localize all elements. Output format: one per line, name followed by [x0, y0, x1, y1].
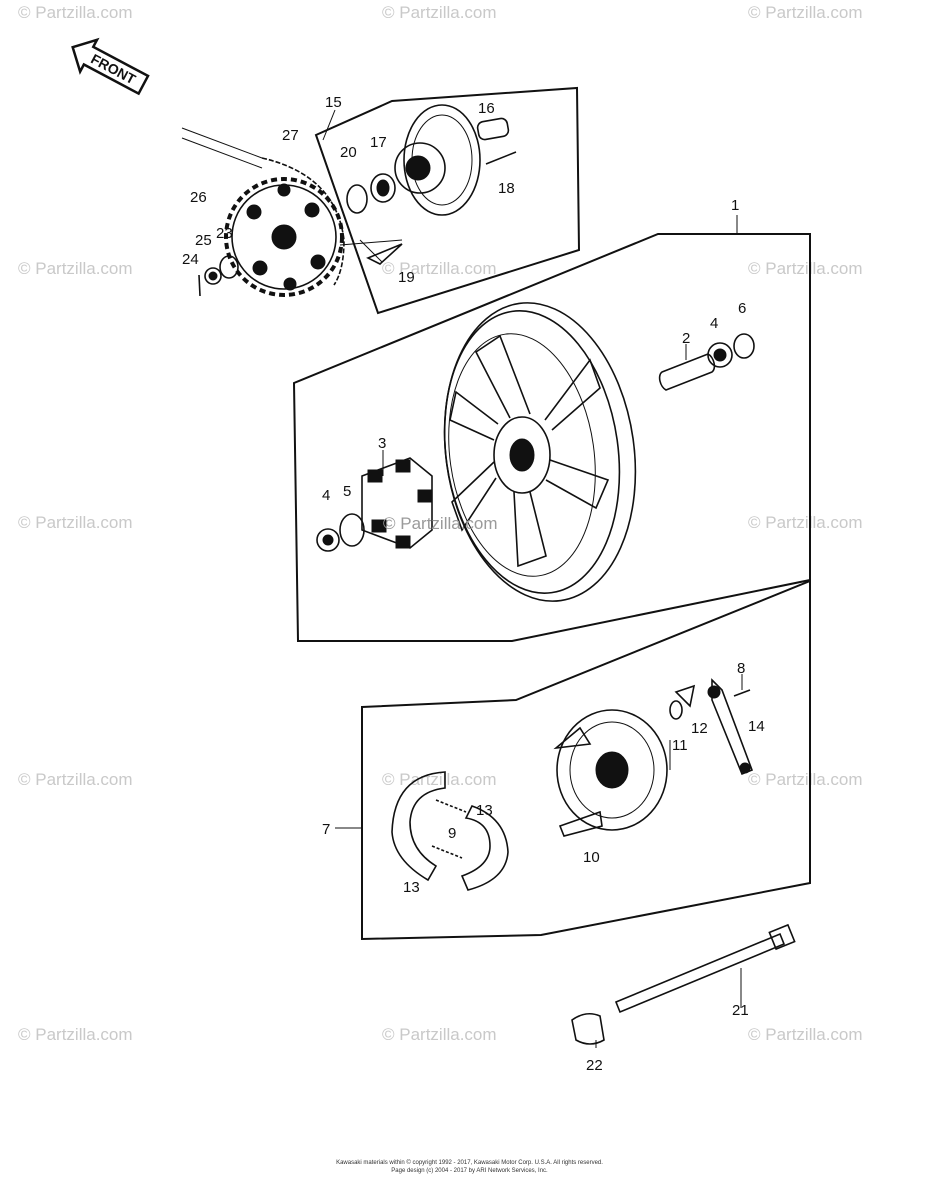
watermark: © Partzilla.com: [748, 259, 863, 278]
watermark: © Partzilla.com: [18, 3, 133, 22]
watermark-layer: © Partzilla.com © Partzilla.com © Partzi…: [18, 3, 863, 1044]
callout-13-lower: 13: [403, 879, 420, 896]
sprocket-hub: [339, 104, 517, 265]
callout-1: 1: [731, 197, 739, 214]
callout-4-bearing: 4: [322, 487, 330, 504]
hub-group-box: [314, 86, 581, 315]
callout-26: 26: [190, 189, 207, 206]
callout-15: 15: [325, 94, 342, 111]
watermark: © Partzilla.com: [748, 513, 863, 532]
callout-27: 27: [282, 127, 299, 144]
callout-12: 12: [691, 720, 708, 737]
callout-14: 14: [748, 718, 765, 735]
brake-group-box: [361, 579, 811, 941]
hub-damper: [316, 457, 433, 552]
callout-labels: 1 2 3 4 4 5 6 7 8 9 10 11 12 13 13 14 15…: [182, 94, 765, 1074]
watermark: © Partzilla.com: [18, 513, 133, 532]
callout-11: 11: [672, 737, 688, 754]
callout-24: 24: [182, 251, 199, 268]
sprocket-nut: [198, 255, 239, 297]
watermark: © Partzilla.com: [382, 3, 497, 22]
callout-5: 5: [343, 483, 351, 500]
callout-18: 18: [498, 180, 515, 197]
watermark: © Partzilla.com: [748, 1025, 863, 1044]
callout-19: 19: [398, 269, 415, 286]
callout-8: 8: [737, 660, 745, 677]
center-watermark: © Partzilla.com: [383, 514, 498, 533]
rear-wheel: [443, 302, 637, 602]
leader-lines: [322, 109, 743, 1048]
callout-3: 3: [378, 435, 386, 452]
wheel-collar: [658, 333, 755, 391]
watermark: © Partzilla.com: [748, 770, 863, 789]
brake-panel: [553, 678, 754, 837]
brake-shoes: [391, 771, 509, 891]
watermark: © Partzilla.com: [748, 3, 863, 22]
watermark: © Partzilla.com: [18, 259, 133, 278]
callout-23: 23: [216, 225, 233, 242]
watermark: © Partzilla.com: [382, 259, 497, 278]
callout-10: 10: [583, 849, 600, 866]
drive-chain: [181, 127, 345, 286]
front-arrow-icon: FRONT: [71, 37, 150, 96]
watermark: © Partzilla.com: [382, 1025, 497, 1044]
callout-16: 16: [478, 100, 495, 117]
callout-2: 2: [682, 330, 690, 347]
callout-6: 6: [738, 300, 746, 317]
rear-axle: [571, 923, 796, 1045]
callout-22: 22: [586, 1057, 603, 1074]
watermark: © Partzilla.com: [18, 770, 133, 789]
callout-17: 17: [370, 134, 387, 151]
callout-21: 21: [732, 1002, 749, 1019]
copyright-line: Kawasaki materials within © copyright 19…: [336, 1160, 603, 1166]
callout-9: 9: [448, 825, 456, 842]
callout-7: 7: [322, 821, 330, 838]
page-design-line: Page design (c) 2004 - 2017 by ARI Netwo…: [391, 1168, 548, 1174]
callout-13-upper: 13: [476, 802, 493, 819]
callout-25: 25: [195, 232, 212, 249]
callout-20: 20: [340, 144, 357, 161]
watermark: © Partzilla.com: [18, 1025, 133, 1044]
rear-sprocket: [224, 177, 344, 297]
callout-4-bearing-right: 4: [710, 315, 718, 332]
